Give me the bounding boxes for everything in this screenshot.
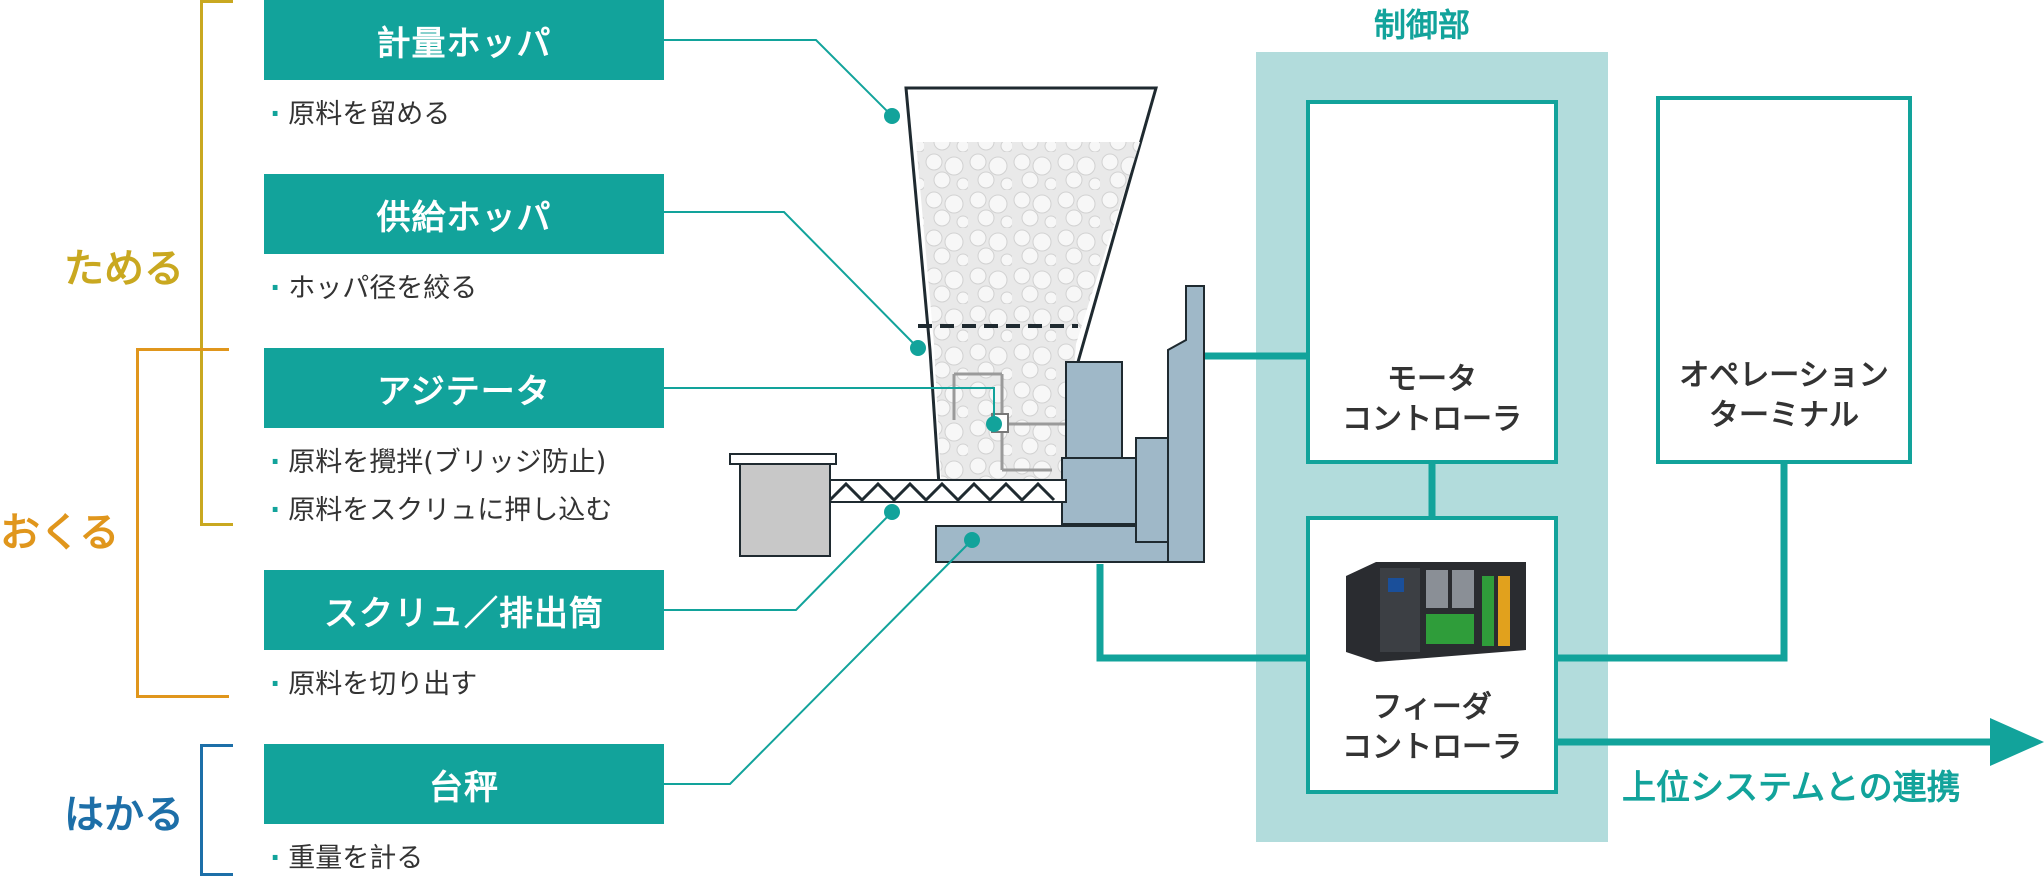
group-label-tameru: ためる (64, 246, 184, 292)
feeder-controller-label-1: フィーダ (1372, 690, 1492, 725)
output-container-lid (729, 453, 837, 465)
control-wiring (1096, 352, 1990, 746)
feeder-controller-label-2: コントローラ (1342, 730, 1522, 765)
upper-system-label: 上位システムとの連携 (1622, 768, 1961, 808)
callout-dots (884, 108, 1002, 548)
tameru-bracket (200, 0, 233, 526)
output-container (739, 463, 831, 557)
hopper-material (916, 142, 1140, 496)
motor (1061, 457, 1137, 525)
screw-flight (828, 481, 1056, 503)
operation-terminal-label-1: オペレーション (1679, 358, 1889, 393)
part-agitator-desc-1: ·原料を攪拌(ブリッジ防止) (270, 447, 607, 478)
part-agitator-desc-2: ·原料をスクリュに押し込む (270, 495, 613, 526)
okuru-bracket (136, 348, 229, 698)
control-section-title: 制御部 (1374, 6, 1471, 44)
group-label-hakaru: はかる (64, 792, 184, 838)
motor-controller-box: モータ コントローラ (1306, 100, 1558, 464)
part-weighing-hopper: 計量ホッパ (264, 0, 664, 80)
side-plate (1167, 285, 1205, 563)
part-screw-discharge: スクリュ／排出筒 (264, 570, 664, 650)
callout-lines (664, 39, 995, 785)
operation-terminal-label-2: ターミナル (1709, 398, 1859, 433)
part-supply-hopper: 供給ホッパ (264, 174, 664, 254)
part-scale: 台秤 (264, 744, 664, 824)
motor-controller-label-2: コントローラ (1342, 402, 1522, 437)
operation-terminal-box: オペレーション ターミナル (1656, 96, 1912, 464)
part-scale-desc: ·重量を計る (270, 843, 424, 874)
part-agitator: アジテータ (264, 348, 664, 428)
part-supply-hopper-desc: ·ホッパ径を絞る (270, 273, 478, 304)
motor-flange (1135, 437, 1169, 543)
upper-system-arrow-head (1990, 718, 2044, 766)
feeder-controller-device-image (1346, 562, 1526, 662)
group-label-okuru: おくる (0, 510, 120, 556)
part-screw-discharge-desc: ·原料を切り出す (270, 669, 478, 700)
part-weighing-hopper-desc: ·原料を留める (270, 99, 451, 130)
motor-controller-label-1: モータ (1387, 362, 1477, 397)
